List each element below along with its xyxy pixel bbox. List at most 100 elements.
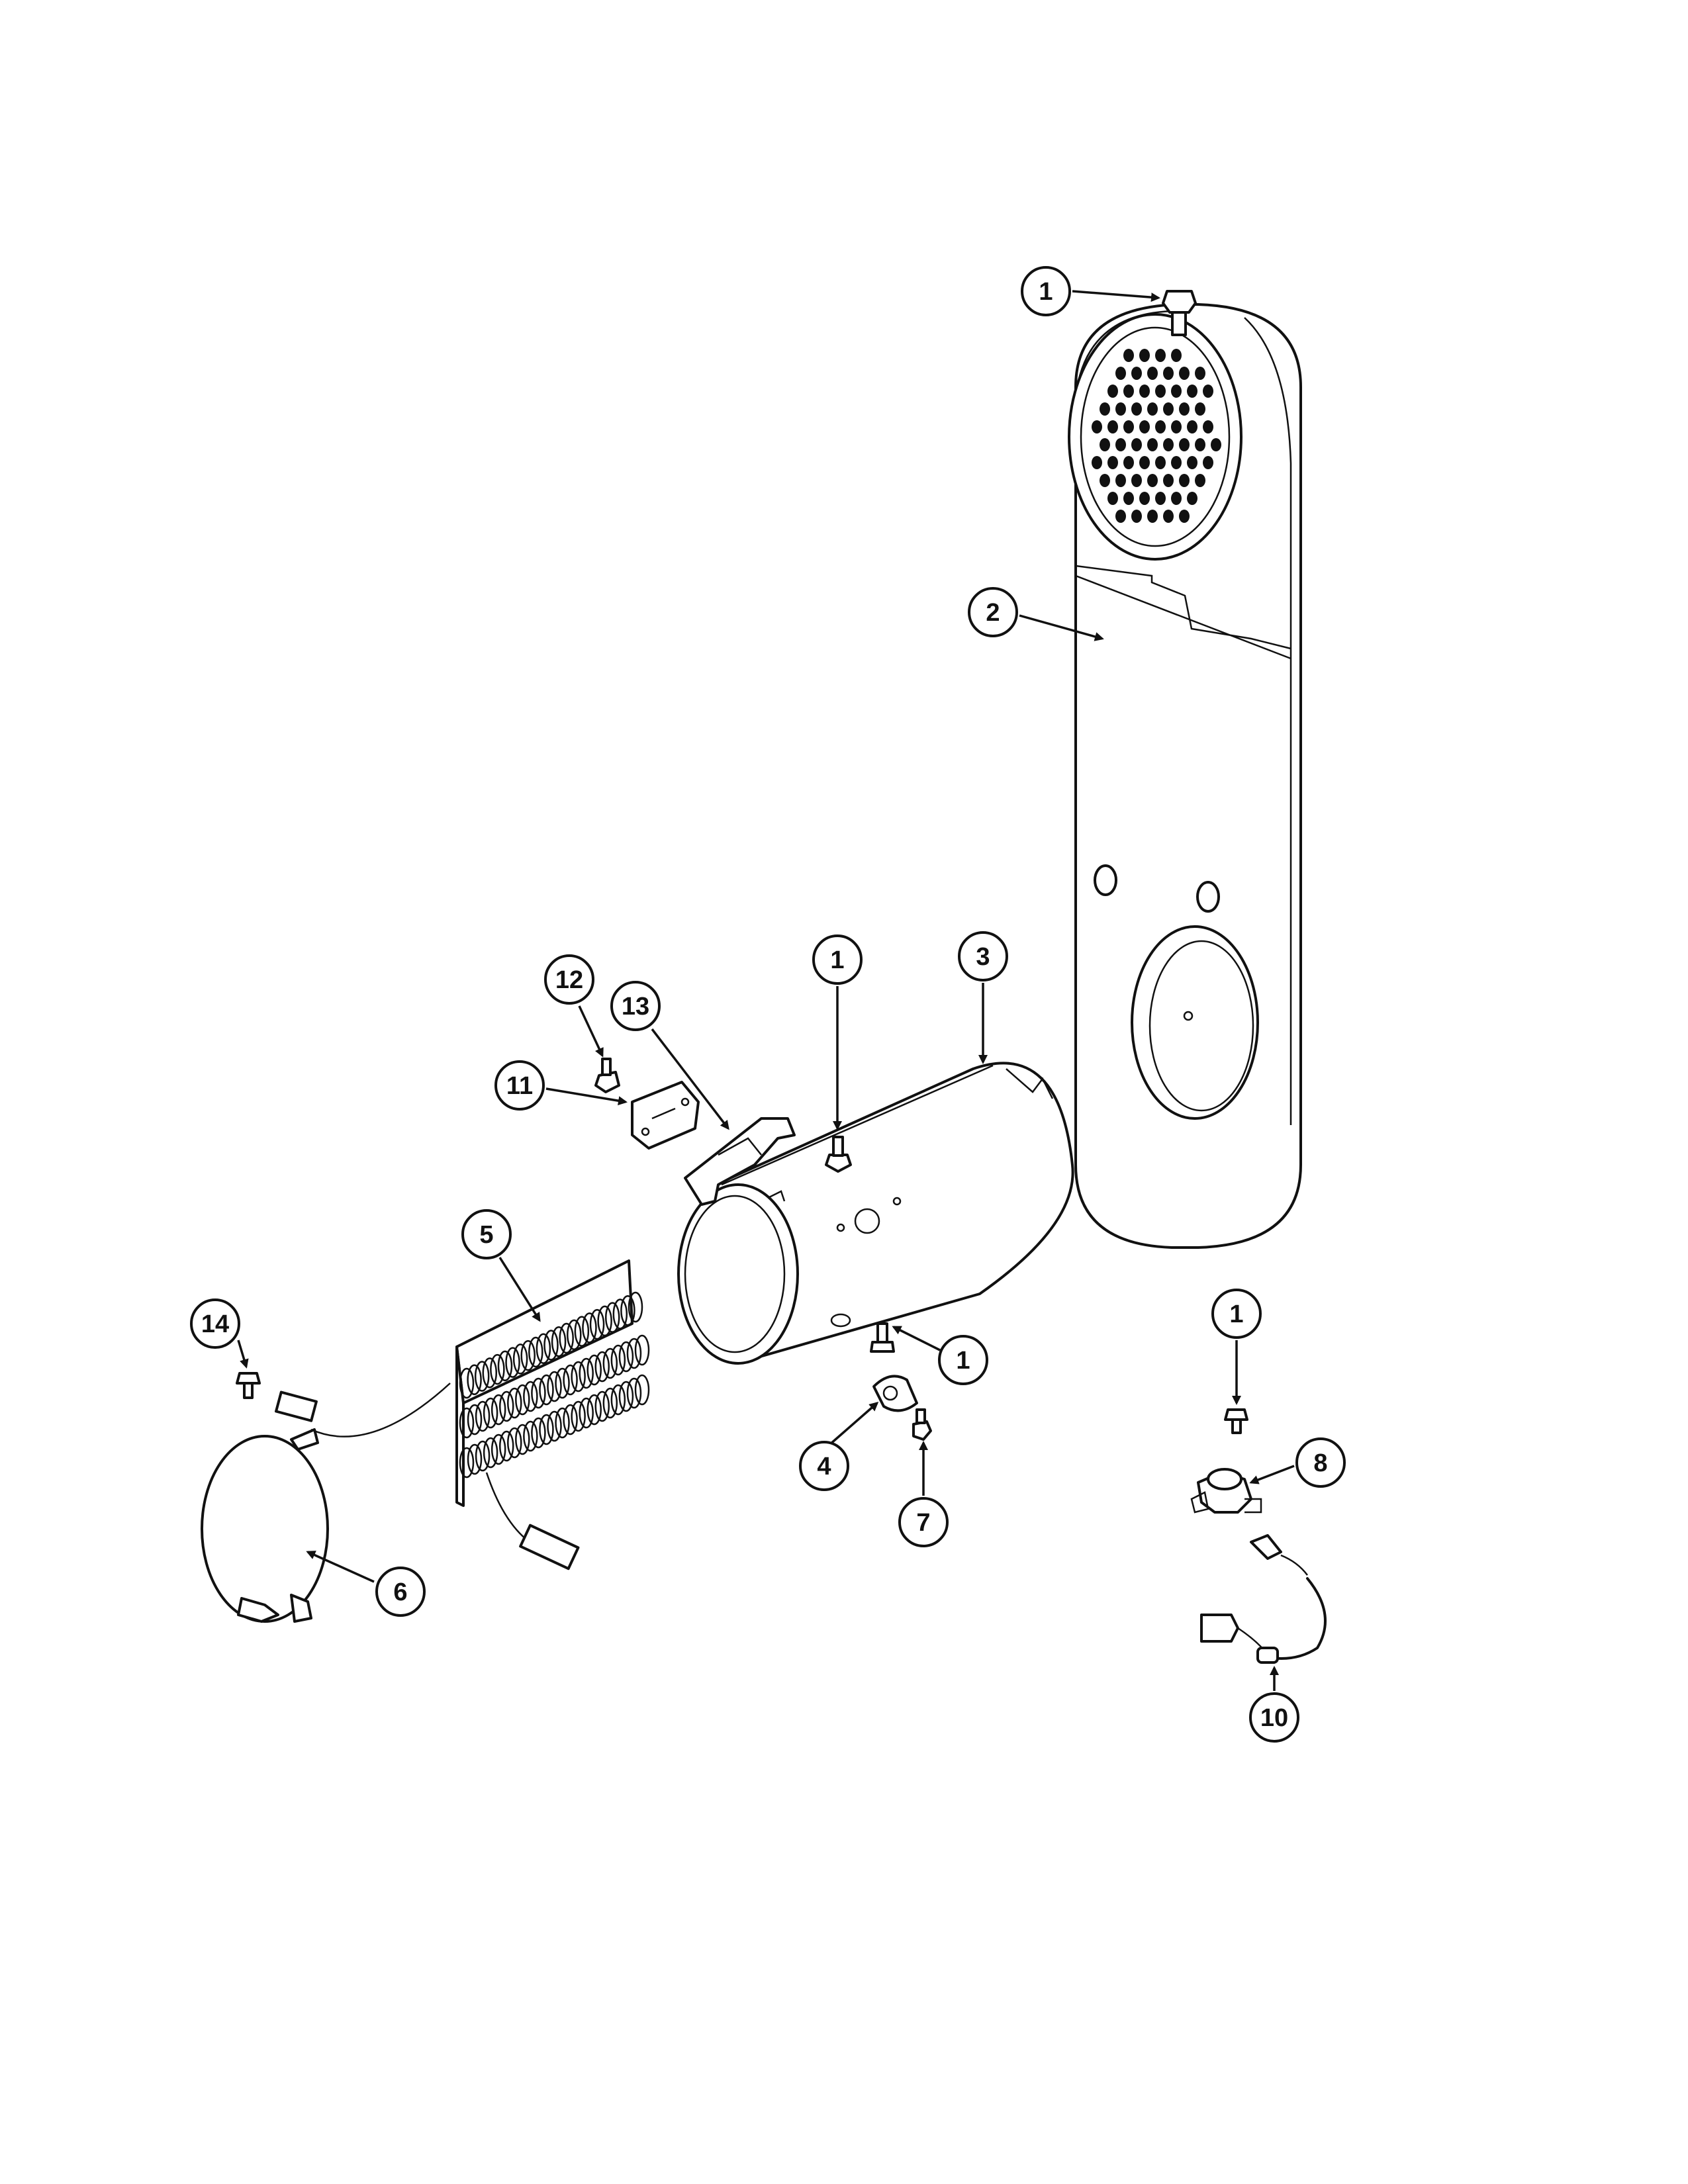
grille-hole — [1187, 492, 1197, 505]
coil-loop — [491, 1394, 506, 1426]
coil-loop — [612, 1298, 628, 1330]
grille-hole — [1155, 385, 1166, 398]
callout-10: 10 — [1249, 1692, 1299, 1743]
coil-loop — [498, 1430, 514, 1462]
coil-loop — [505, 1347, 520, 1378]
coil-loop — [491, 1433, 506, 1465]
heating-element — [275, 1259, 650, 1570]
coil-loop — [507, 1387, 522, 1419]
callout-7: 7 — [898, 1497, 949, 1547]
coil-loop — [602, 1387, 618, 1419]
grille-hole — [1139, 420, 1150, 433]
thermostat-screw — [594, 1058, 620, 1093]
coil-loop — [634, 1374, 650, 1406]
leader-lines — [237, 290, 1295, 1691]
wire-harness — [1200, 1534, 1327, 1664]
fuse-screw — [912, 1408, 932, 1441]
grille-hole — [1179, 438, 1190, 451]
coil-loop — [555, 1367, 570, 1399]
svg-text:2: 2 — [986, 599, 1000, 627]
coil-loop — [594, 1351, 610, 1383]
grille-hole — [1163, 438, 1174, 451]
coil-loop — [586, 1354, 602, 1386]
grille-hole — [1179, 402, 1190, 416]
coil-loop — [528, 1336, 543, 1368]
grille-hole — [1155, 349, 1166, 362]
callout-11: 11 — [494, 1060, 545, 1111]
callout-3: 3 — [958, 931, 1008, 981]
callouts: 1 2 3 1 12 13 11 5 — [190, 266, 1346, 1743]
coil-loop — [523, 1381, 538, 1412]
coil-loop — [459, 1447, 475, 1479]
svg-text:14: 14 — [201, 1310, 229, 1338]
coil-loop — [563, 1364, 578, 1396]
thermal-fuse — [872, 1375, 918, 1412]
grille-hole — [1139, 385, 1150, 398]
right-screw — [1224, 1408, 1248, 1434]
coil-loop — [618, 1341, 634, 1373]
coil-loop — [574, 1316, 590, 1347]
svg-text:11: 11 — [506, 1072, 533, 1100]
coil-loop — [559, 1322, 574, 1354]
grille-hole — [1123, 456, 1134, 469]
svg-text:3: 3 — [976, 943, 990, 971]
coil-loop — [634, 1334, 650, 1366]
coil-loop — [515, 1384, 530, 1416]
housing-top-screw — [825, 1136, 852, 1173]
grille-hole — [1163, 510, 1174, 523]
grille-hole — [1203, 385, 1213, 398]
grille-hole — [1179, 510, 1190, 523]
coil-loop — [610, 1344, 626, 1376]
grille-hole — [1147, 474, 1158, 487]
grille-hole — [1187, 420, 1197, 433]
grille-perforations — [1092, 349, 1221, 523]
callout-2: 2 — [968, 587, 1018, 637]
svg-text:6: 6 — [393, 1578, 407, 1606]
coil-loop — [482, 1357, 498, 1388]
svg-text:13: 13 — [622, 993, 649, 1021]
grille-hole — [1107, 456, 1118, 469]
grille-hole — [1092, 420, 1102, 433]
grille-hole — [1147, 438, 1158, 451]
thermostat — [631, 1081, 700, 1150]
coil-loop — [618, 1381, 634, 1412]
callout-6: 6 — [375, 1567, 426, 1617]
callout-4: 4 — [799, 1441, 849, 1491]
grille-hole — [1163, 367, 1174, 380]
grille-hole — [1203, 420, 1213, 433]
coil-loop — [594, 1390, 610, 1422]
coil-loop — [602, 1347, 618, 1379]
svg-text:4: 4 — [817, 1453, 831, 1480]
coil-loop — [475, 1440, 491, 1472]
svg-text:7: 7 — [916, 1509, 930, 1537]
coil-loop — [515, 1424, 530, 1455]
coil-loop — [586, 1394, 602, 1426]
grille-hole — [1187, 385, 1197, 398]
grille-hole — [1107, 492, 1118, 505]
housing-bottom-screw — [870, 1322, 895, 1353]
coil-loop — [555, 1407, 570, 1439]
coil-loop — [543, 1330, 559, 1361]
coil-loop — [547, 1371, 562, 1402]
callout-1-right: 1 — [1211, 1289, 1262, 1339]
callout-12: 12 — [544, 954, 594, 1005]
grille-hole — [1147, 367, 1158, 380]
grille-hole — [1171, 385, 1182, 398]
grille-hole — [1115, 474, 1126, 487]
coil-loop — [626, 1377, 642, 1409]
grille-hole — [1100, 402, 1110, 416]
svg-text:1: 1 — [956, 1347, 970, 1375]
callout-1-top: 1 — [1021, 266, 1071, 316]
element-cover-screw — [236, 1372, 261, 1399]
coil-loop — [490, 1353, 505, 1385]
grille-hole — [1195, 474, 1205, 487]
grille-hole — [1195, 402, 1205, 416]
coil-loop — [475, 1400, 491, 1432]
callout-5: 5 — [461, 1209, 512, 1259]
grille-hole — [1131, 438, 1142, 451]
grille-hole — [1107, 420, 1118, 433]
coil-loop — [483, 1437, 498, 1469]
coil-loop — [520, 1340, 536, 1371]
grille-hole — [1123, 385, 1134, 398]
